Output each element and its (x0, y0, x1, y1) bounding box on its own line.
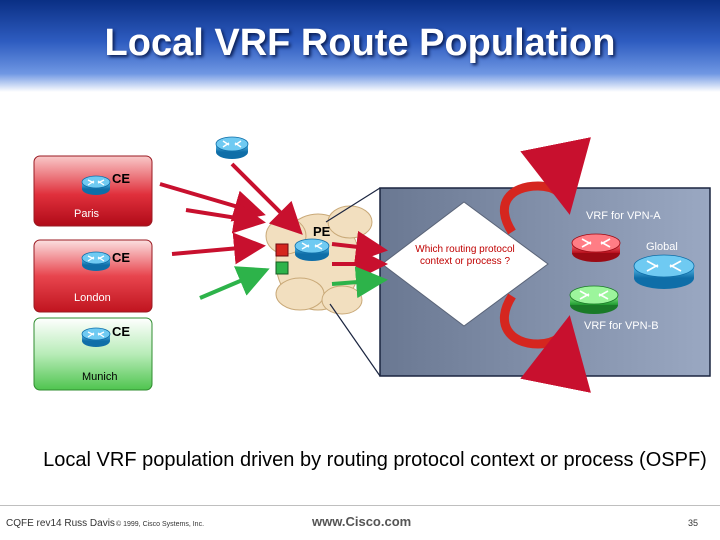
route-arrow-paris-1 (159, 182, 266, 222)
footer-divider (0, 505, 720, 506)
footer-url[interactable]: www.Cisco.com (312, 514, 412, 529)
munich-ce-router-icon (81, 327, 111, 347)
router-icon (215, 136, 249, 159)
footer-page-number: 35 (688, 518, 699, 528)
london-ce-router-icon (81, 251, 111, 271)
footer-course: CQFE rev14 Russ Davis (6, 518, 115, 529)
paris-ce-router-icon (81, 175, 111, 195)
panel-edge-bottom (329, 303, 381, 377)
pe-label: PE (313, 224, 331, 239)
pe-interface-red (275, 243, 289, 257)
global-router-icon (633, 254, 695, 289)
slide-caption: Local VRF population driven by routing p… (43, 449, 707, 471)
route-arrow-london (171, 232, 266, 265)
munich-ce-label: CE (112, 324, 131, 339)
curved-arrow-bottom (499, 293, 591, 393)
footer-copyright: © 1999, Cisco Systems, Inc. (116, 521, 205, 528)
route-arrow-top-router (230, 162, 303, 235)
munich-site-name: Munich (82, 371, 118, 383)
slide-title: Local VRF Route Population (104, 22, 616, 64)
london-ce-label: CE (112, 250, 131, 265)
curved-arrow-top (499, 137, 591, 235)
london-site-name: London (74, 292, 111, 304)
pe-interface-green (275, 261, 289, 275)
vrf-a-label: VRF for VPN-A (586, 210, 661, 222)
vrf-b-router-icon (569, 285, 619, 314)
pe-out-arrow-3 (331, 266, 388, 299)
pe-router-icon (294, 238, 330, 261)
london-site-box (33, 239, 153, 313)
decision-diamond (381, 201, 549, 327)
route-arrow-paris-2 (185, 201, 266, 234)
panel-edge-top (325, 187, 381, 223)
paris-ce-label: CE (112, 171, 131, 186)
title-bar (0, 0, 720, 92)
paris-site-name: Paris (74, 208, 100, 220)
vrf-b-label: VRF for VPN-B (584, 320, 659, 332)
routing-question: Which routing protocol context or proces… (415, 244, 515, 267)
global-label: Global (646, 241, 678, 253)
vrf-a-router-icon (571, 233, 621, 262)
route-arrow-munich (199, 266, 270, 300)
munich-site-box (33, 317, 153, 391)
